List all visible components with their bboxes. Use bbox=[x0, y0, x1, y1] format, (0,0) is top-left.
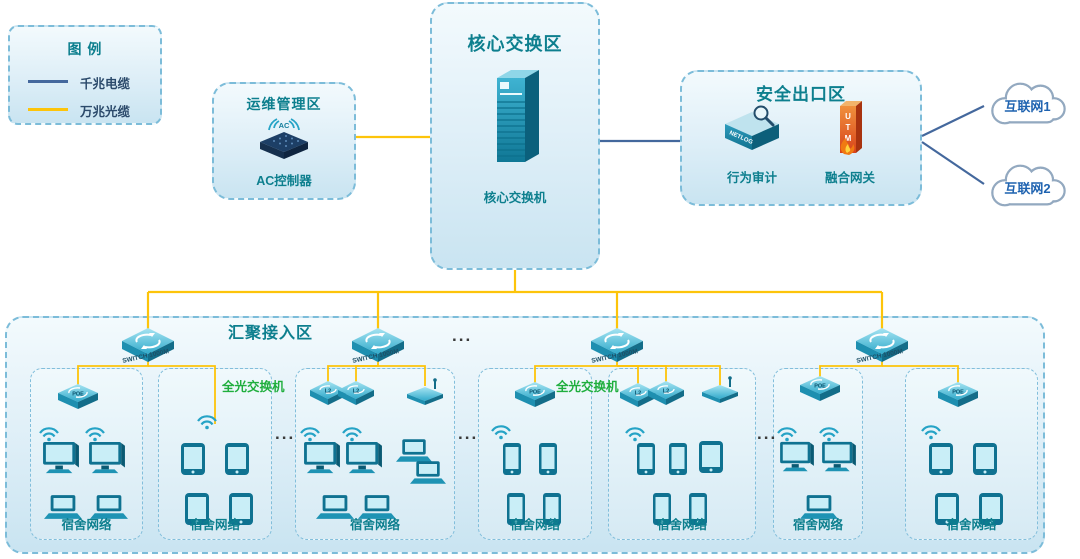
ellipsis-top-row: ... bbox=[452, 326, 473, 345]
tablet-icon bbox=[180, 442, 206, 476]
l2-switch-icon bbox=[646, 380, 686, 408]
wifi-signal-icon bbox=[341, 426, 363, 442]
desktop-icon bbox=[345, 441, 383, 475]
utm-gateway-icon bbox=[830, 98, 870, 158]
internet-1-label: 互联网1 bbox=[1004, 99, 1051, 114]
desktop-icon bbox=[779, 441, 815, 473]
wifi-signal-icon bbox=[84, 426, 106, 442]
dorm-network-label: 宿舍网络 bbox=[946, 518, 997, 532]
desktop-icon bbox=[303, 441, 341, 475]
internet-2-label: 互联网2 bbox=[1004, 181, 1051, 196]
wifi-signal-icon bbox=[196, 414, 218, 430]
ellipsis-bottom-1: ... bbox=[275, 424, 296, 443]
tablet-icon bbox=[972, 442, 998, 476]
wifi-signal-icon bbox=[299, 426, 321, 442]
utm-gateway-label: 融合网关 bbox=[824, 171, 875, 185]
ellipsis-bottom-2: ... bbox=[458, 424, 479, 443]
poe-switch-icon bbox=[798, 374, 842, 406]
phone-icon bbox=[668, 442, 688, 476]
poe-switch-icon bbox=[56, 382, 100, 414]
security-zone-title: 安全出口区 bbox=[756, 85, 846, 104]
phone-icon bbox=[538, 442, 558, 476]
dorm-network-label: 宿舍网络 bbox=[189, 518, 240, 532]
desktop-icon bbox=[42, 441, 80, 475]
wifi-signal-icon bbox=[818, 426, 840, 442]
access-point-icon bbox=[405, 378, 445, 406]
tablet-icon bbox=[224, 442, 250, 476]
tablet-icon bbox=[698, 440, 724, 474]
phone-icon bbox=[636, 442, 656, 476]
wifi-signal-icon bbox=[776, 426, 798, 442]
core-switch-icon bbox=[487, 68, 543, 168]
dorm-network-label: 宿舍网络 bbox=[792, 518, 843, 532]
optical-switch-label-2: 全光交换机 bbox=[556, 380, 619, 394]
wifi-signal-icon bbox=[920, 424, 942, 440]
legend-label-gigabit: 千兆电缆 bbox=[80, 77, 131, 91]
legend-box: 图 例 千兆电缆 万兆光缆 bbox=[8, 25, 162, 125]
legend-line-gigabit bbox=[28, 80, 68, 83]
laptop-icon bbox=[410, 460, 446, 486]
ellipsis-bottom-3: ... bbox=[757, 424, 778, 443]
core-zone-title: 核心交换区 bbox=[467, 34, 563, 54]
wifi-signal-icon bbox=[624, 426, 646, 442]
dorm-network-label: 宿舍网络 bbox=[349, 518, 400, 532]
core-switch-label: 核心交换机 bbox=[483, 191, 547, 205]
dorm-network-label: 宿舍网络 bbox=[61, 518, 112, 532]
wifi-signal-icon bbox=[38, 426, 60, 442]
desktop-icon bbox=[88, 441, 126, 475]
zone-security-exit bbox=[680, 70, 922, 206]
ac-controller-icon bbox=[256, 116, 312, 162]
wifi-signal-icon bbox=[490, 424, 512, 440]
behavior-audit-label: 行为审计 bbox=[726, 171, 777, 185]
dorm-network-label: 宿舍网络 bbox=[509, 518, 560, 532]
access-point-icon bbox=[700, 376, 740, 404]
optical-switch-label-1: 全光交换机 bbox=[222, 380, 285, 394]
poe-switch-icon bbox=[513, 380, 557, 412]
ops-zone-title: 运维管理区 bbox=[246, 96, 322, 112]
desktop-icon bbox=[821, 441, 857, 473]
dorm-network-label: 宿舍网络 bbox=[656, 518, 707, 532]
tablet-icon bbox=[928, 442, 954, 476]
behavior-audit-icon bbox=[719, 104, 785, 154]
legend-label-10g-fiber: 万兆光缆 bbox=[80, 105, 131, 119]
poe-switch-icon bbox=[936, 380, 980, 412]
legend-title: 图 例 bbox=[67, 41, 103, 57]
legend-line-10g-fiber bbox=[28, 108, 68, 111]
ac-controller-label: AC控制器 bbox=[256, 174, 312, 188]
aggregation-zone-title: 汇聚接入区 bbox=[228, 325, 314, 342]
l2-switch-icon bbox=[336, 380, 376, 408]
phone-icon bbox=[502, 442, 522, 476]
